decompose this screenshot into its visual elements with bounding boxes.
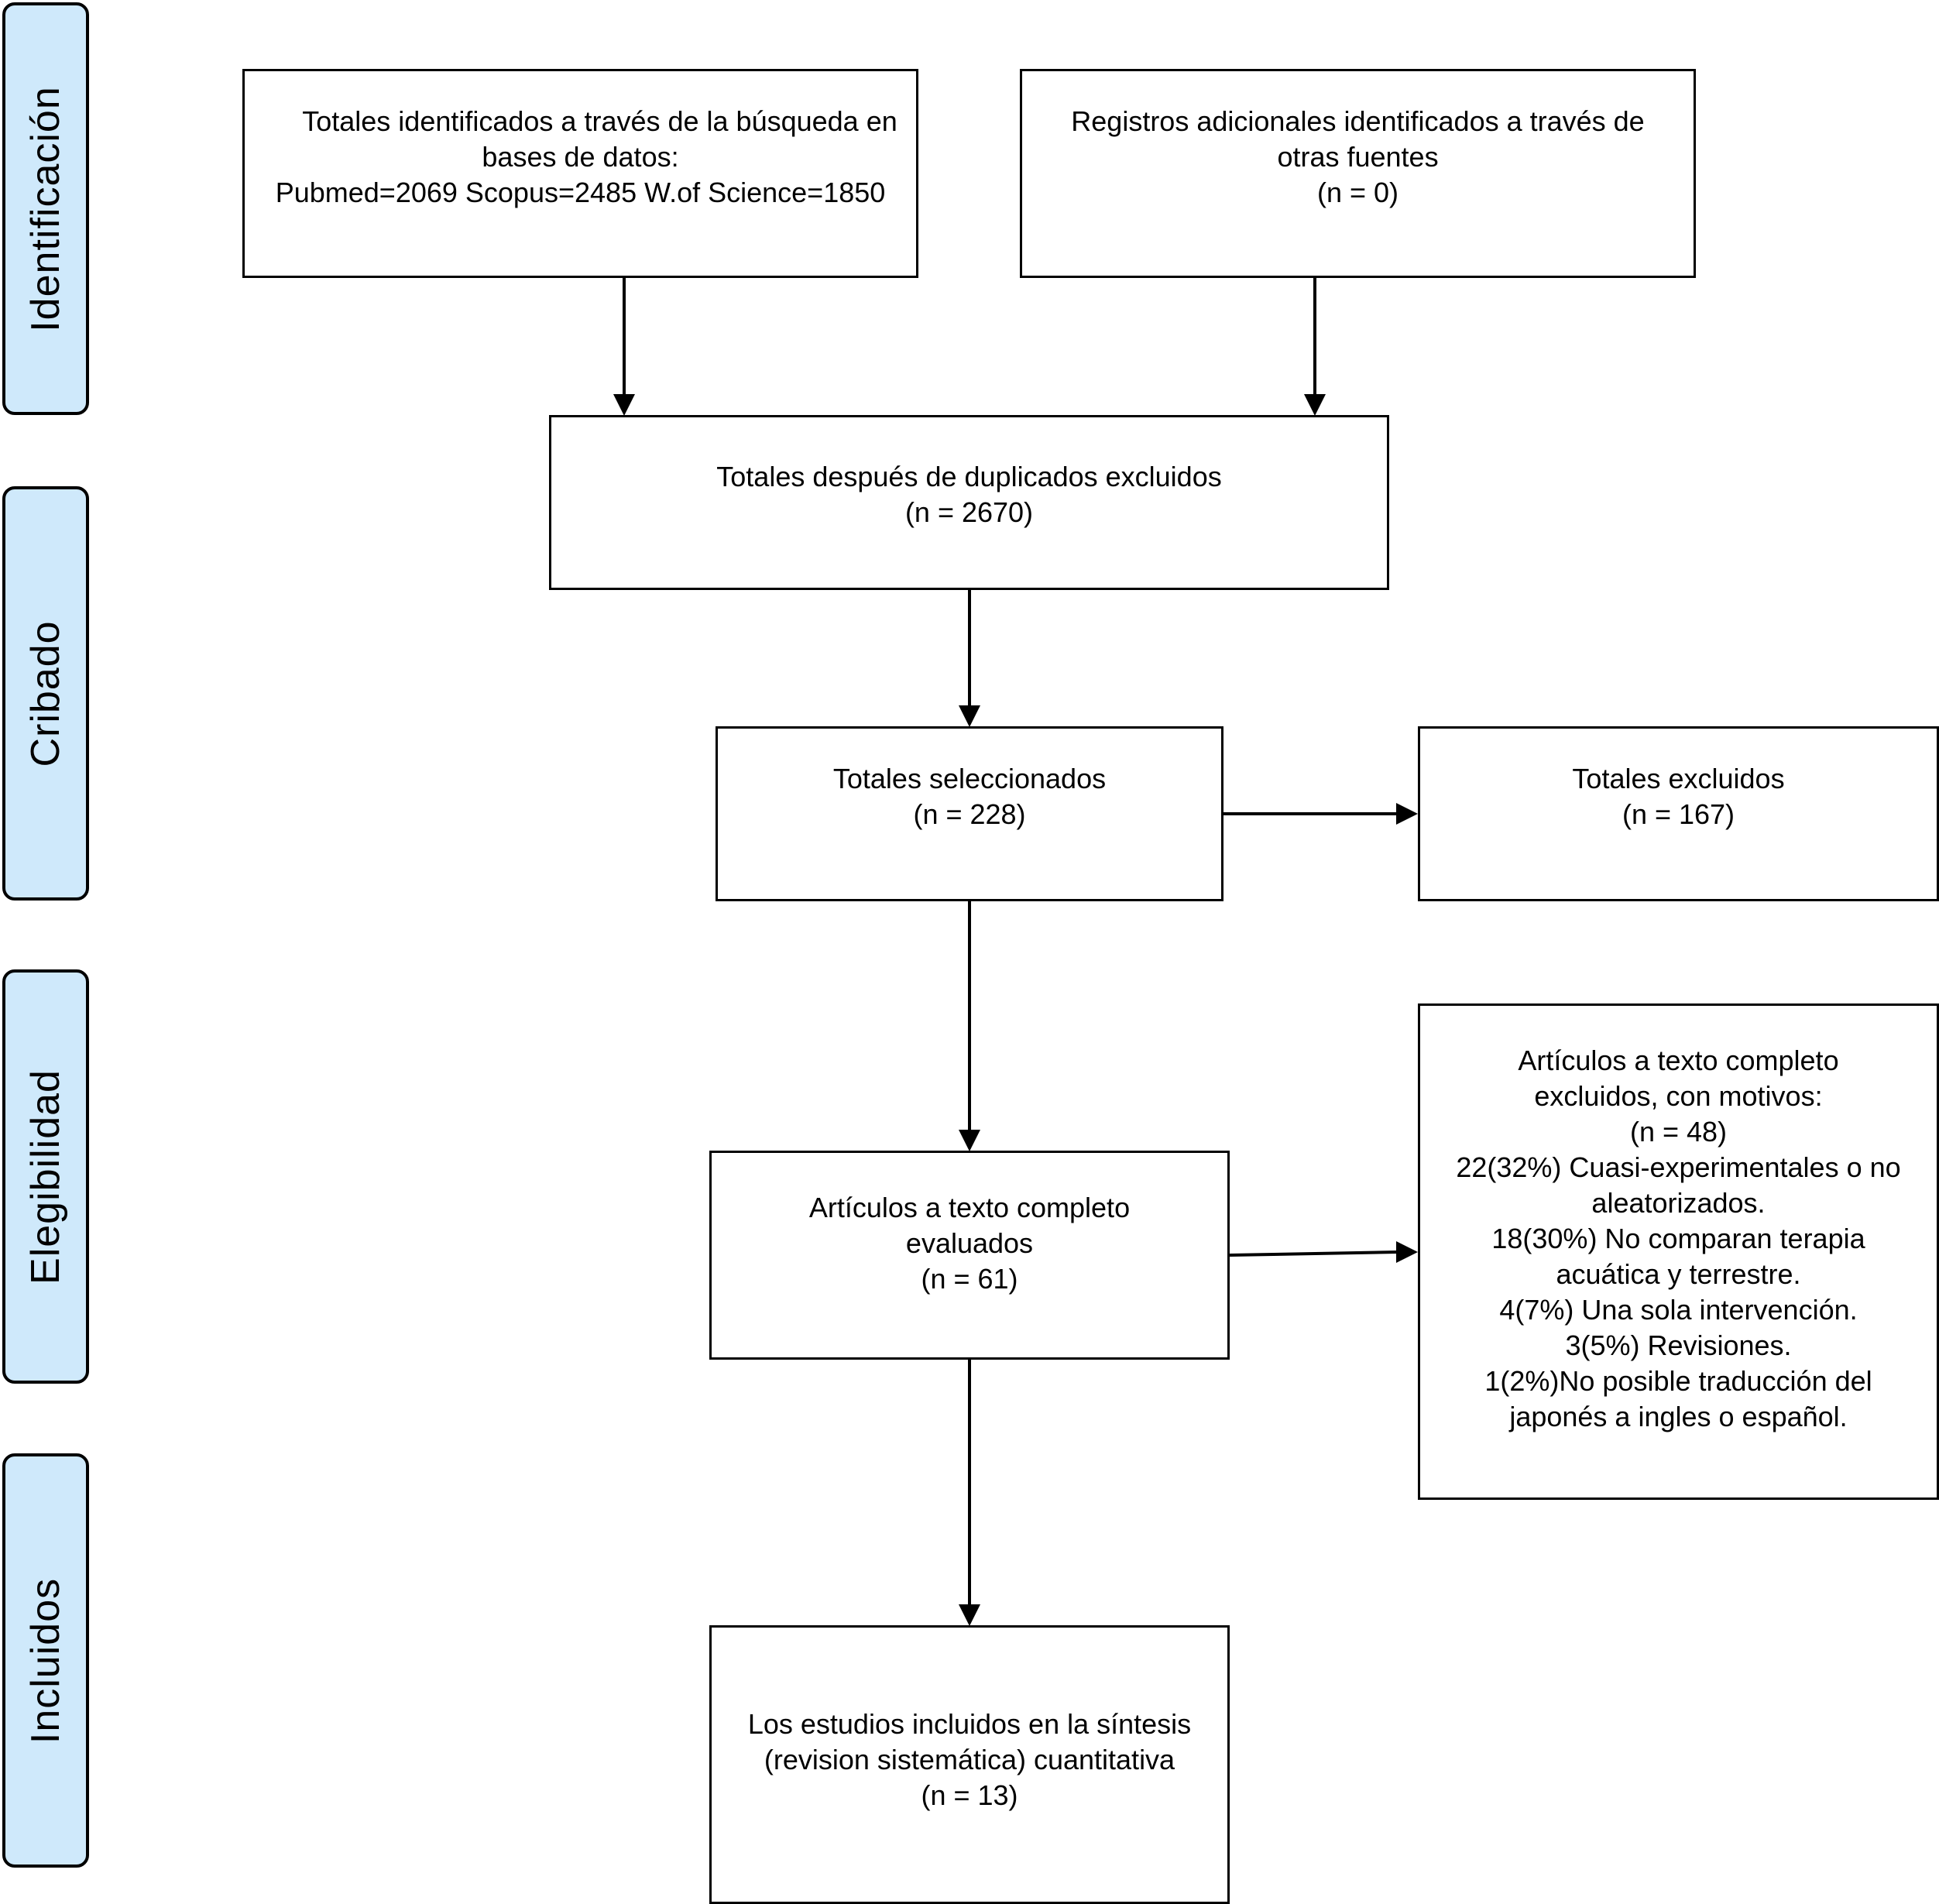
box-other-sources: Registros adicionales identificados a tr… xyxy=(1020,69,1696,278)
arrowhead xyxy=(1396,1241,1418,1263)
phase-elegibilidad: Elegibilidad xyxy=(2,969,89,1384)
box-text-line: acuática y terrestre. xyxy=(1556,1258,1801,1290)
box-text-line: (n = 0) xyxy=(1316,177,1399,208)
box-fulltext-excluded: Artículos a texto completo excluidos, co… xyxy=(1418,1003,1939,1500)
box-excluded: Totales excluidos (n = 167) xyxy=(1418,726,1939,901)
box-text-line: Totales identificados a través de la bús… xyxy=(302,105,897,137)
arrowhead xyxy=(959,1604,980,1626)
box-text-line: 22(32%) Cuasi-experimentales o no xyxy=(1456,1151,1901,1183)
box-included: Los estudios incluidos en la síntesis (r… xyxy=(709,1625,1230,1904)
arrowhead xyxy=(613,394,635,416)
phase-cribado: Cribado xyxy=(2,486,89,901)
box-text-line: aleatorizados. xyxy=(1591,1187,1766,1219)
box-text-line: 4(7%) Una sola intervención. xyxy=(1499,1294,1858,1326)
box-text-line: Totales seleccionados xyxy=(832,763,1107,794)
box-text-line: evaluados xyxy=(905,1227,1034,1259)
box-text-line: (n = 61) xyxy=(921,1263,1018,1295)
box-text-line: otras fuentes xyxy=(1277,141,1439,173)
box-text-line: (n = 48) xyxy=(1629,1116,1728,1148)
box-text-line: japonés a ingles o español. xyxy=(1509,1401,1848,1432)
box-text-line: (n = 167) xyxy=(1622,798,1735,830)
box-text-line: bases de datos: xyxy=(482,141,679,173)
box-fulltext-assessed: Artículos a texto completo evaluados (n … xyxy=(709,1151,1230,1360)
box-text-line: 1(2%)No posible traducción del xyxy=(1484,1365,1872,1397)
arrowhead xyxy=(1396,803,1418,825)
box-text-line: Totales después de duplicados excluidos xyxy=(716,461,1222,492)
phase-identificacion: Identificación xyxy=(2,2,89,415)
phase-incluidos: Incluidos xyxy=(2,1453,89,1868)
arrow-fulltext-to-fulltext-excluded xyxy=(1229,1250,1398,1257)
box-text-line: Totales excluidos xyxy=(1572,763,1785,794)
box-text-line: (n = 2670) xyxy=(904,496,1034,528)
box-text-line: (revision sistemática) cuantitativa xyxy=(764,1744,1175,1775)
box-text-line: 3(5%) Revisiones. xyxy=(1565,1329,1792,1361)
box-text-line: Artículos a texto completo xyxy=(1518,1045,1839,1076)
box-text-line: Artículos a texto completo xyxy=(808,1192,1131,1223)
box-after-duplicates: Totales después de duplicados excluidos … xyxy=(549,415,1389,590)
box-text-line: excluidos, con motivos: xyxy=(1534,1080,1823,1112)
box-text-line: Los estudios incluidos en la síntesis xyxy=(747,1708,1192,1740)
arrowhead xyxy=(1304,394,1326,416)
box-text-line: Pubmed=2069 Scopus=2485 W.of Science=185… xyxy=(275,177,886,208)
arrowhead xyxy=(959,705,980,727)
box-text-line: (n = 13) xyxy=(921,1779,1018,1811)
box-selected: Totales seleccionados (n = 228) xyxy=(716,726,1223,901)
box-text-line: (n = 228) xyxy=(913,798,1026,830)
arrowhead xyxy=(959,1130,980,1151)
box-identified-databases: Totales identificados a través de la bús… xyxy=(242,69,918,278)
box-text-line: Registros adicionales identificados a tr… xyxy=(1071,105,1645,137)
box-text-line: 18(30%) No comparan terapia xyxy=(1491,1223,1865,1254)
